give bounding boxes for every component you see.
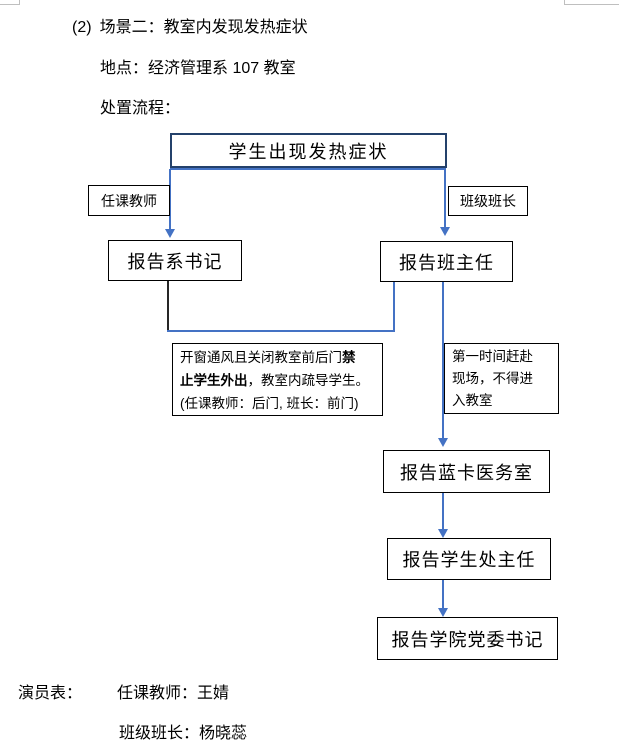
branch-label-monitor: 班级班长 (448, 186, 528, 216)
arrowhead-down-icon (438, 608, 448, 617)
arrowhead-down-icon (438, 438, 448, 447)
note-line-3: (任课教师：后门, 班长：前门) (180, 396, 359, 411)
crop-mark-top-left (0, 4, 20, 5)
crop-mark-top-right (564, 4, 619, 5)
connector-dept-to-class-horizontal (167, 330, 395, 332)
connector-from-dept-secretary (167, 281, 169, 331)
note-line-2: 现场，不得进 (452, 371, 533, 386)
box-report-dept-secretary: 报告系书记 (108, 240, 242, 281)
connector-from-class-teacher-left (393, 282, 395, 331)
crop-mark-top-right (564, 0, 565, 5)
box-report-party-secretary: 报告学院党委书记 (377, 617, 558, 660)
connector-medical-to-student-affairs (442, 493, 444, 530)
branch-label-teacher: 任课教师 (88, 185, 170, 216)
box-report-medical-office: 报告蓝卡医务室 (383, 450, 550, 493)
cast-list-label: 演员表： (18, 685, 83, 702)
arrowhead-down-icon (438, 529, 448, 538)
cast-teacher-name: 任课教师：王婧 (117, 685, 230, 702)
box-report-class-teacher: 报告班主任 (380, 241, 513, 282)
note-line-2: 止学生外出，教室内疏导学生。 (180, 373, 369, 388)
location-line: 地点：经济管理系 107 教室 (100, 60, 296, 77)
connector-student-affairs-to-party (442, 580, 444, 609)
connector-class-teacher-to-medical (442, 282, 444, 439)
note-rush-to-scene: 第一时间赶赴 现场，不得进 入教室 (444, 343, 559, 414)
note-line-1: 第一时间赶赴 (452, 349, 533, 364)
box-report-student-affairs-director: 报告学生处主任 (387, 538, 551, 580)
scene-heading: (2) 场景二：教室内发现发热症状 (72, 13, 308, 37)
connector-to-class-teacher (444, 169, 446, 228)
scene-heading-title: 场景二：教室内发现发热症状 (99, 19, 308, 36)
arrowhead-down-icon (165, 229, 175, 238)
flowchart-start-box: 学生出现发热症状 (170, 133, 447, 168)
process-label: 处置流程： (100, 100, 181, 117)
arrowhead-down-icon (440, 227, 450, 236)
connector-to-dept-secretary (169, 169, 171, 230)
scene-heading-number: (2) (72, 19, 92, 36)
crop-mark-top-left (19, 0, 20, 5)
connector-under-start-box (170, 168, 446, 170)
note-ventilation-instructions: 开窗通风且关闭教室前后门禁 止学生外出，教室内疏导学生。 (任课教师：后门, 班… (172, 343, 383, 416)
cast-monitor-name: 班级班长：杨晓蕊 (119, 725, 248, 742)
note-line-1: 开窗通风且关闭教室前后门禁 (180, 350, 356, 365)
note-line-3: 入教室 (452, 393, 493, 408)
